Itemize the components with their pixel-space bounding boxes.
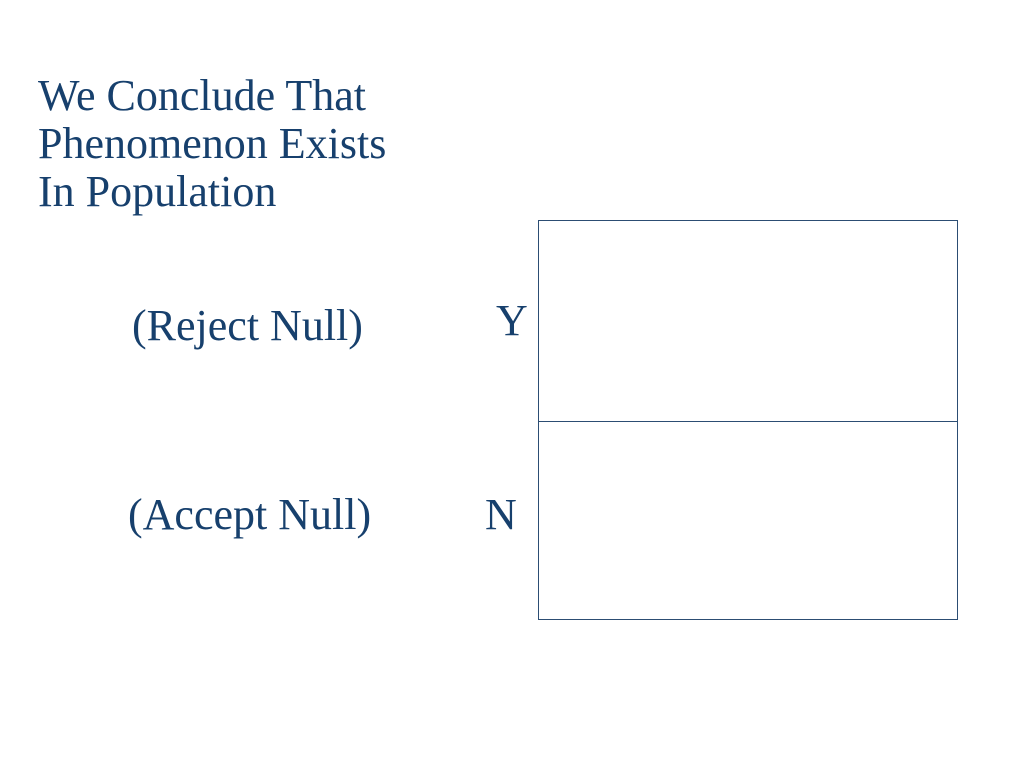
heading-line-3: In Population bbox=[38, 167, 277, 216]
decision-table bbox=[538, 220, 958, 620]
slide-heading: We Conclude That Phenomenon Exists In Po… bbox=[38, 72, 386, 216]
no-label: N bbox=[485, 490, 517, 539]
heading-line-1: We Conclude That bbox=[38, 71, 367, 120]
reject-null-label: (Reject Null) bbox=[132, 301, 363, 350]
table-divider bbox=[539, 421, 957, 422]
heading-line-2: Phenomenon Exists bbox=[38, 119, 387, 168]
accept-null-label: (Accept Null) bbox=[128, 490, 372, 539]
yes-label: Y bbox=[496, 296, 528, 345]
